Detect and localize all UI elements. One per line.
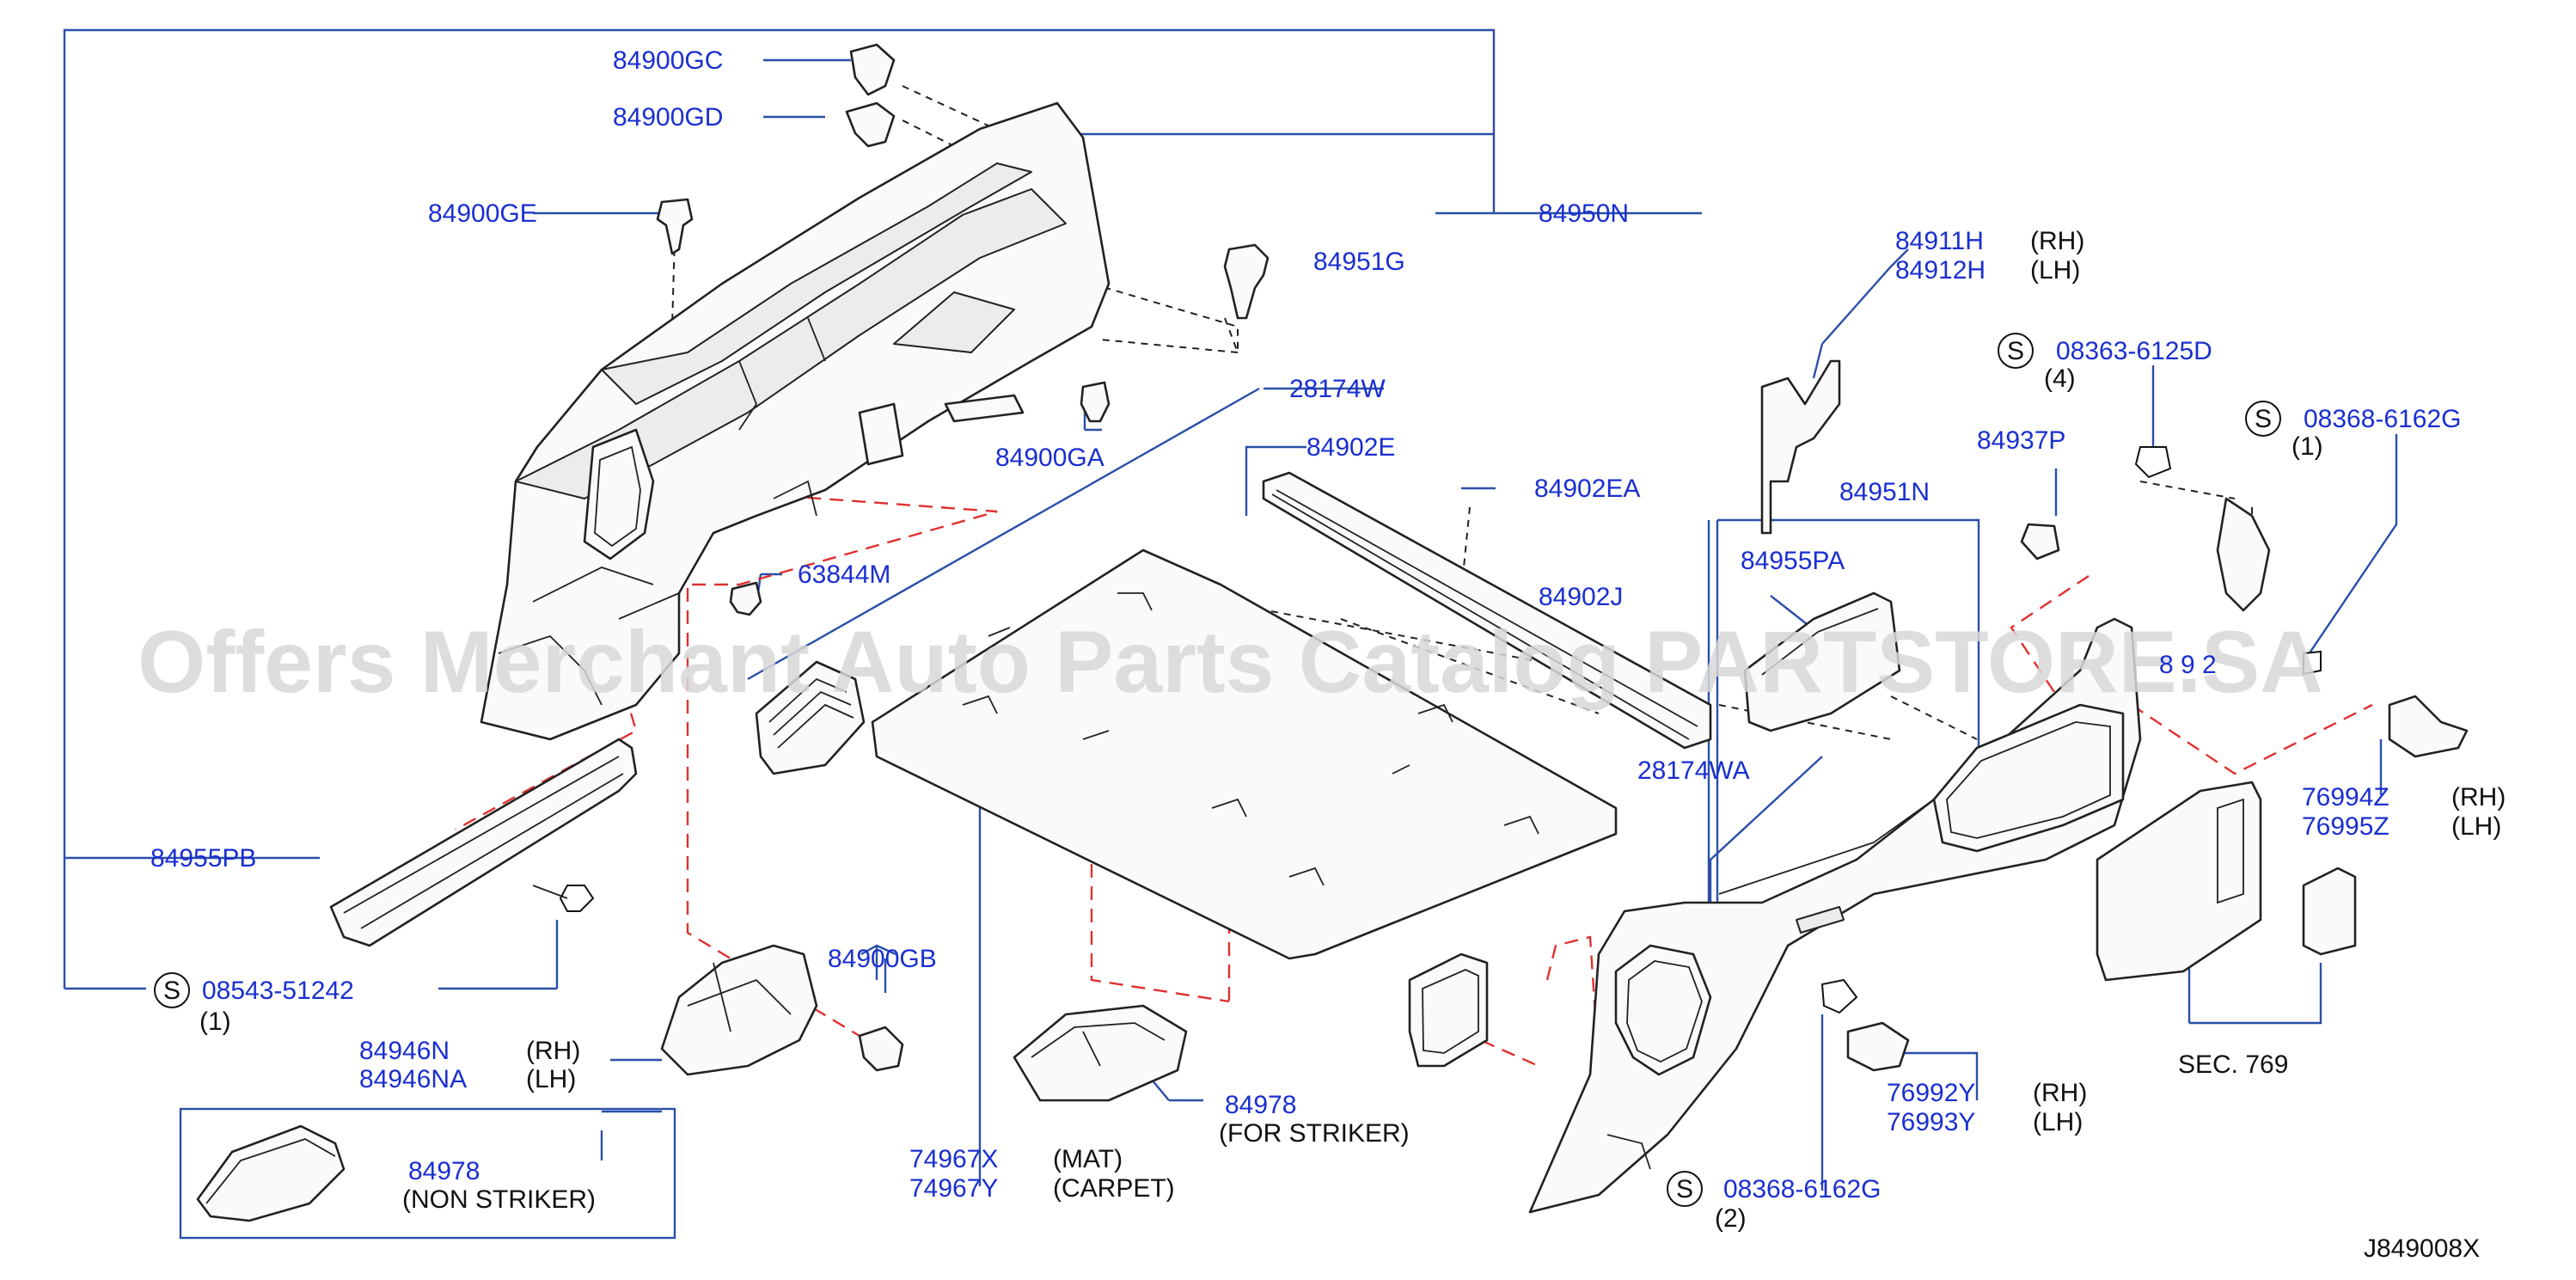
label-76992Y[interactable]: 76992Y <box>1887 1079 1975 1107</box>
label-74967Y[interactable]: 74967Y <box>909 1174 998 1203</box>
label-84950N[interactable]: 84950N <box>1539 199 1629 228</box>
label-84955PB[interactable]: 84955PB <box>150 844 256 873</box>
label-08368-6162G-bottom[interactable]: 08368-6162G <box>1723 1175 1882 1203</box>
qty-08363-6125D: (4) <box>2044 364 2076 393</box>
label-08363-6125D[interactable]: 08363-6125D <box>2056 337 2212 365</box>
label-63844M[interactable]: 63844M <box>798 560 890 589</box>
label-08543-51242[interactable]: 08543-51242 <box>202 977 354 1005</box>
label-84911H[interactable]: 84911H <box>1895 227 1984 255</box>
label-76993Y[interactable]: 76993Y <box>1887 1108 1975 1136</box>
label-sec-769[interactable]: SEC. 769 <box>2178 1050 2288 1079</box>
diagram-code: J849008X <box>2364 1234 2480 1263</box>
watermark: Offers Merchant Auto Parts Catalog PARTS… <box>138 613 2323 711</box>
screw-symbol-label-08543: S <box>163 977 181 1005</box>
label-84902E[interactable]: 84902E <box>1306 433 1395 462</box>
label-84946N[interactable]: 84946N <box>359 1037 450 1065</box>
label-84900GB[interactable]: 84900GB <box>828 945 937 973</box>
screw-symbol-08368a <box>2245 401 2281 437</box>
screw-symbol-label-08368a: S <box>2255 405 2272 433</box>
label-84937P[interactable]: 84937P <box>1977 426 2065 455</box>
cover-84978-striker <box>1013 1004 1188 1102</box>
label-84951N[interactable]: 84951N <box>1839 478 1930 506</box>
desc-74967Y: (CARPET) <box>1053 1174 1175 1203</box>
label-84900GA[interactable]: 84900GA <box>995 444 1104 472</box>
desc-84978-striker: (FOR STRIKER) <box>1219 1119 1410 1148</box>
label-84900GC[interactable]: 84900GC <box>613 46 723 75</box>
grille-28174W <box>755 660 866 775</box>
cover-84978-non-striker <box>196 1124 346 1222</box>
side-76995Z: (LH) <box>2451 812 2501 841</box>
grille-28174WA <box>1408 952 1489 1068</box>
side-76992Y: (RH) <box>2033 1079 2087 1107</box>
qty-08368-6162G-top: (1) <box>2291 432 2323 461</box>
label-74967X[interactable]: 74967X <box>909 1145 998 1173</box>
desc-84978-non-striker: (NON STRIKER) <box>402 1185 596 1214</box>
screw-symbol-label-08368b: S <box>1676 1175 1693 1203</box>
mat-74967X <box>871 548 1618 960</box>
label-28174WA[interactable]: 28174WA <box>1637 756 1750 785</box>
side-84946N: (RH) <box>526 1037 580 1065</box>
cover-84955PA <box>1743 591 1901 732</box>
label-8492[interactable]: 8 9 2 <box>2159 651 2217 679</box>
label-84955PA[interactable]: 84955PA <box>1741 547 1845 575</box>
label-84902EA[interactable]: 84902EA <box>1534 475 1640 503</box>
screw-symbol-08543 <box>154 972 190 1008</box>
quarter-trim-right <box>1528 617 2142 1214</box>
side-84946NA: (LH) <box>526 1065 576 1093</box>
side-84911H: (RH) <box>2030 227 2084 255</box>
label-84900GE[interactable]: 84900GE <box>428 199 537 228</box>
sec-769-parts <box>2096 781 2357 982</box>
label-76994Z[interactable]: 76994Z <box>2302 783 2389 811</box>
brackets-right <box>1760 359 2469 1072</box>
screw-symbol-08368b <box>1667 1171 1703 1207</box>
label-08368-6162G-top[interactable]: 08368-6162G <box>2304 405 2462 433</box>
screw-symbol-label-08363: S <box>2007 337 2024 365</box>
label-84978-striker[interactable]: 84978 <box>1225 1091 1296 1119</box>
side-84912H: (LH) <box>2030 256 2080 285</box>
label-28174W[interactable]: 28174W <box>1289 375 1386 403</box>
label-84951G[interactable]: 84951G <box>1313 248 1405 276</box>
side-76993Y: (LH) <box>2033 1108 2083 1136</box>
qty-08368-6162G-bottom: (2) <box>1715 1204 1747 1233</box>
bracket-84946N <box>660 944 818 1076</box>
side-76994Z: (RH) <box>2451 783 2506 811</box>
clips-left <box>532 43 1270 1072</box>
label-84946NA[interactable]: 84946NA <box>359 1065 467 1093</box>
label-84902J[interactable]: 84902J <box>1539 583 1623 611</box>
screw-symbol-08363 <box>1998 333 2034 369</box>
quarter-trim-left <box>480 101 1111 741</box>
label-84978-non-striker[interactable]: 84978 <box>408 1157 480 1185</box>
label-76995Z[interactable]: 76995Z <box>2302 812 2389 841</box>
sill-plate-84955PB <box>329 738 638 947</box>
label-84900GD[interactable]: 84900GD <box>613 103 723 132</box>
label-84912H[interactable]: 84912H <box>1895 256 1986 285</box>
desc-74967X: (MAT) <box>1053 1145 1123 1173</box>
scuff-84902J <box>1262 471 1712 750</box>
qty-08543-51242: (1) <box>199 1007 231 1036</box>
